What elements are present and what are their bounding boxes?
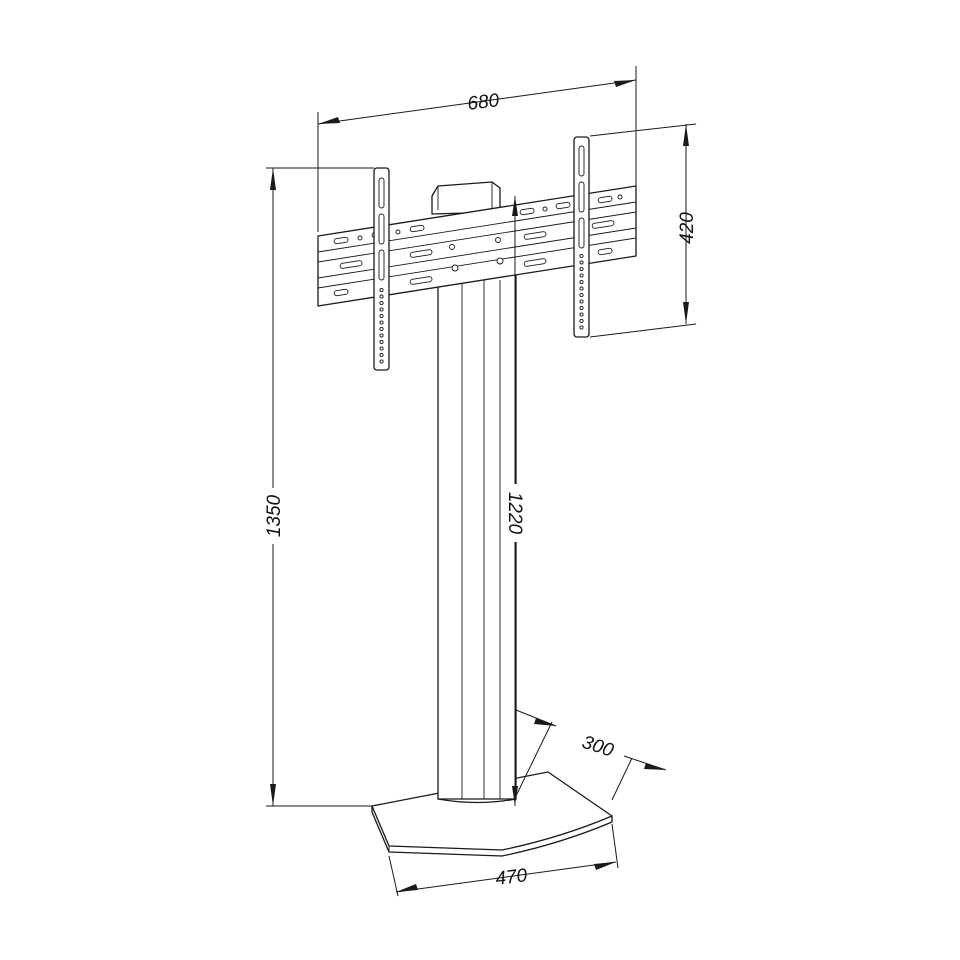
bracket-hole [379,333,384,338]
bracket-hole [579,253,584,259]
dim-mount-width [317,66,637,232]
dim-mount-height [589,123,697,338]
dim-label-base-width: 470 [494,865,528,890]
dim-label-total-height: 1350 [264,494,285,537]
dim-base-depth [513,709,667,801]
dim-label-mount-height: 420 [677,212,698,244]
dim-label-column-height: 1220 [504,492,525,535]
bracket-hole [579,266,584,272]
bracket-hole [379,326,384,332]
bracket-hole [579,286,584,291]
horizontal-rails [317,185,637,307]
dim-label-bg-total [262,488,284,544]
dim-label-base-depth: 300 [579,732,616,762]
column [437,271,517,804]
bracket-hole [379,352,384,358]
dim-label-bg-column [506,484,526,542]
bracket-hole [579,325,584,330]
bracket-hole [579,273,584,278]
bracket-hole [379,313,384,319]
bracket-hole [579,318,584,324]
bracket-hole [379,294,384,299]
bracket-hole [579,260,584,265]
bracket-hole [379,339,384,345]
bracket-hole [379,346,384,351]
bracket-hole [379,320,384,325]
bracket-hole [579,299,584,304]
bracket-hole [379,300,384,306]
bracket-hole [379,359,384,364]
bracket-hole [579,305,584,311]
base-plate [371,771,613,857]
dim-base-width [388,823,619,897]
mount-head [431,181,501,215]
bracket-hole [379,307,384,312]
bracket-hole [579,292,584,298]
bracket-hole [579,312,584,317]
bracket-hole [379,287,384,293]
dim-label-mount-width: 680 [466,90,500,115]
bracket-hole [579,279,584,285]
right-vertical-bracket [573,136,590,338]
dim-total-height [266,167,374,807]
left-vertical-bracket [373,167,390,371]
